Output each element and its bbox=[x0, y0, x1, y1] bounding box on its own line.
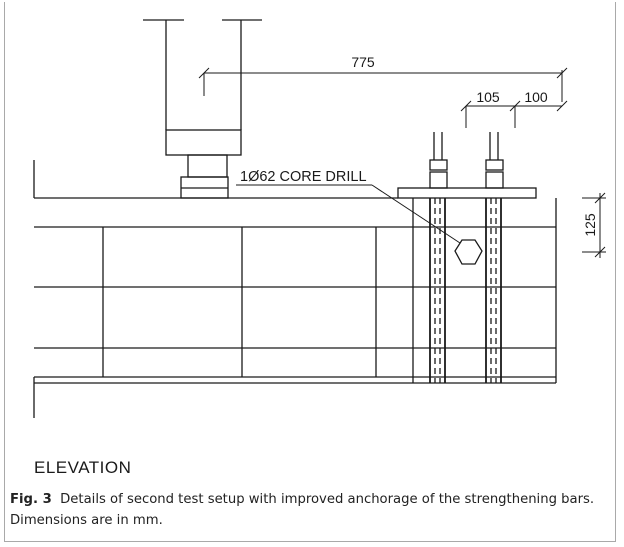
elevation-drawing: 775 105 100 125 1Ø62 CORE DRILL bbox=[33, 19, 606, 418]
figure-number: Fig. 3 bbox=[10, 492, 52, 507]
view-label: ELEVATION bbox=[34, 458, 132, 477]
anchor-bar-right bbox=[485, 132, 504, 383]
dim-label-105: 105 bbox=[476, 89, 500, 105]
anchor-bar-left bbox=[429, 132, 448, 383]
anchor-plate bbox=[397, 187, 537, 199]
dim-label-100: 100 bbox=[524, 89, 548, 105]
dim-label-125: 125 bbox=[582, 213, 598, 237]
caption-text: Details of second test setup with improv… bbox=[10, 492, 595, 528]
figure-caption: Fig. 3 Details of second test setup with… bbox=[4, 489, 616, 531]
loading-column bbox=[143, 19, 262, 199]
figure-frame bbox=[4, 2, 616, 542]
beam bbox=[33, 160, 557, 418]
core-drill-hole bbox=[454, 239, 483, 265]
dimension-105-100 bbox=[460, 100, 568, 128]
dimension-125 bbox=[582, 192, 606, 258]
dimension-775 bbox=[198, 67, 568, 102]
core-drill-label: 1Ø62 CORE DRILL bbox=[240, 169, 367, 185]
dim-label-775: 775 bbox=[351, 54, 375, 70]
